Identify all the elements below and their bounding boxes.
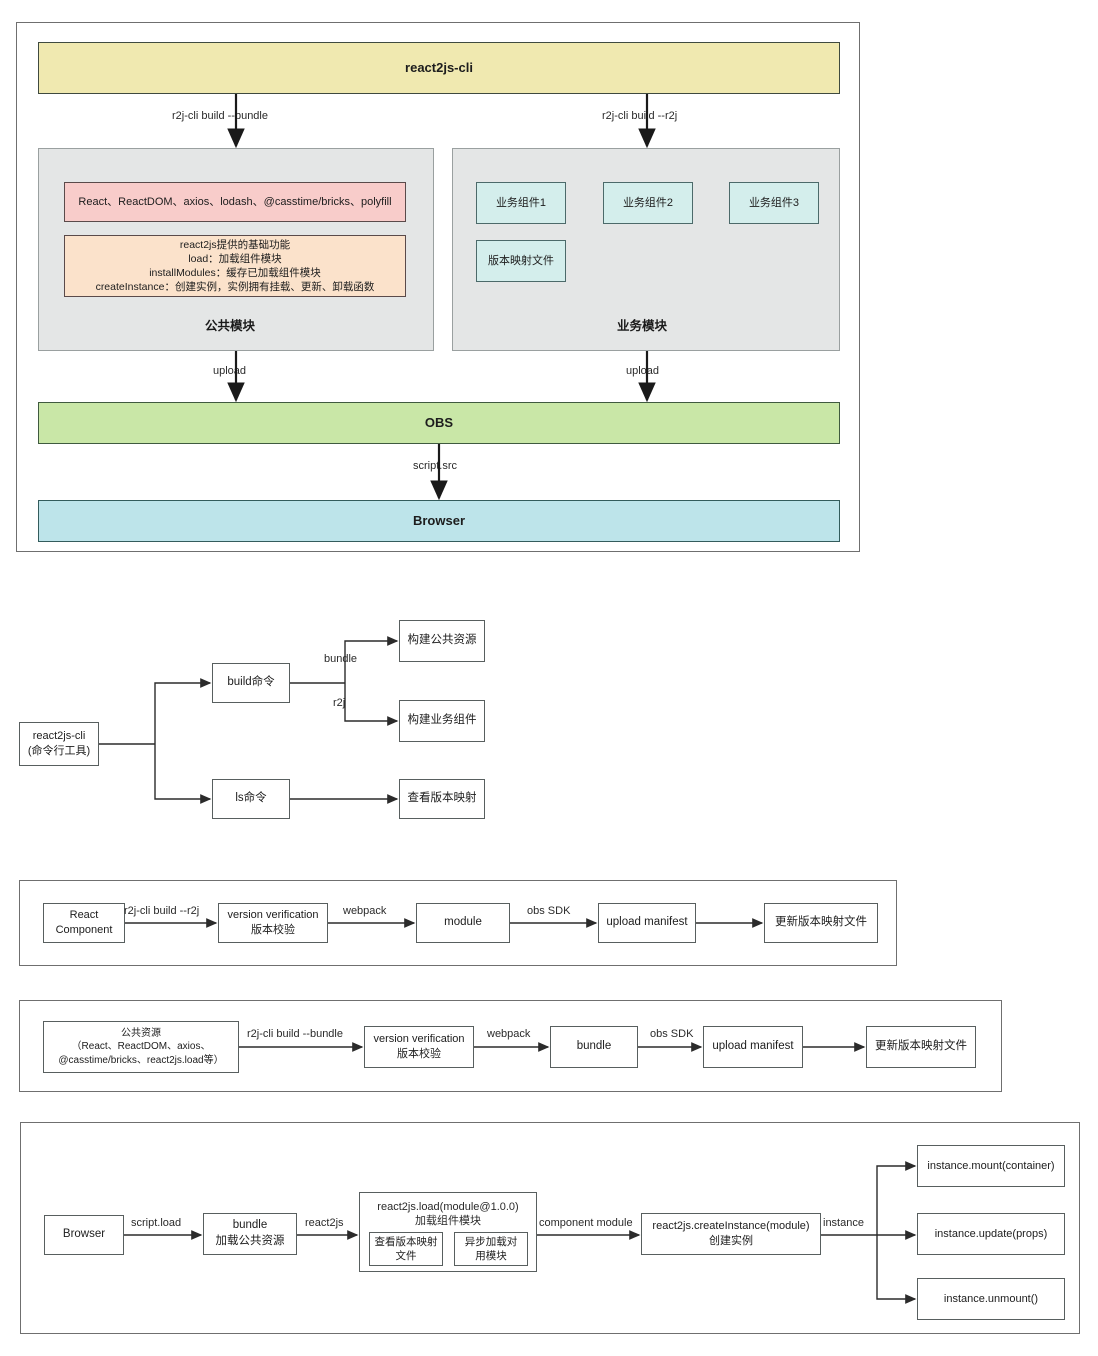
edge-label-obs-to-browser: script.src — [413, 460, 457, 472]
node-business-component-3[interactable]: 业务组件3 — [729, 182, 819, 224]
edge-label-r2j: r2j — [333, 697, 346, 709]
node-instance-unmount[interactable]: instance.unmount() — [917, 1278, 1065, 1320]
node-react-component[interactable]: React Component — [43, 903, 125, 943]
node-react2js-cli[interactable]: react2js-cli — [38, 42, 840, 94]
node-instance-mount[interactable]: instance.mount(container) — [917, 1145, 1065, 1187]
node-runtime-bundle[interactable]: bundle 加载公共资源 — [203, 1213, 297, 1255]
node-upload-manifest-r2j[interactable]: upload manifest — [598, 903, 696, 943]
edge-label-react2js: react2js — [305, 1217, 344, 1229]
edge-label-r2j-cli-build-r2j: r2j-cli build --r2j — [124, 905, 200, 917]
node-business-component-2[interactable]: 业务组件2 — [603, 182, 693, 224]
node-update-version-map-bundle[interactable]: 更新版本映射文件 — [866, 1026, 976, 1068]
edge-label-instance: instance — [823, 1217, 864, 1229]
edge-label-r2j-cli-build-bundle: r2j-cli build --bundle — [247, 1028, 343, 1040]
edge-label-bundle: bundle — [324, 653, 358, 665]
node-create-instance[interactable]: react2js.createInstance(module) 创建实例 — [641, 1213, 821, 1255]
edge-label-webpack-2: webpack — [487, 1028, 531, 1040]
node-common-features[interactable]: react2js提供的基础功能 load：加载组件模块 installModul… — [64, 235, 406, 297]
node-obs[interactable]: OBS — [38, 402, 840, 444]
node-bundle-artifact[interactable]: bundle — [550, 1026, 638, 1068]
node-version-verification-bundle[interactable]: version verification 版本校验 — [364, 1026, 474, 1068]
edge-label-cli-to-business: r2j-cli build --r2j — [602, 110, 678, 122]
node-module[interactable]: module — [416, 903, 510, 943]
node-cli-tool[interactable]: react2js-cli (命令行工具) — [19, 722, 99, 766]
edge-label-script-load: script.load — [131, 1217, 182, 1229]
node-version-map-file[interactable]: 版本映射文件 — [476, 240, 566, 282]
node-build-command[interactable]: build命令 — [212, 663, 290, 703]
node-business-component-1[interactable]: 业务组件1 — [476, 182, 566, 224]
node-upload-manifest-bundle[interactable]: upload manifest — [703, 1026, 803, 1068]
node-common-resources[interactable]: 公共资源 （React、ReactDOM、axios、 @casstime/br… — [43, 1021, 239, 1073]
node-load-sub-version-map[interactable]: 查看版本映射 文件 — [369, 1232, 443, 1266]
edge-label-component-module: component module — [539, 1217, 633, 1229]
label-react2js-load-title: react2js.load(module@1.0.0) 加载组件模块 — [377, 1201, 519, 1228]
node-build-business-components[interactable]: 构建业务组件 — [399, 700, 485, 742]
edge-label-cli-to-common: r2j-cli build --bundle — [172, 110, 268, 122]
edge-label-obs-sdk-1: obs SDK — [527, 905, 571, 917]
edge-label-business-to-obs: upload — [626, 365, 660, 377]
node-version-verification-r2j[interactable]: version verification 版本校验 — [218, 903, 328, 943]
node-ls-command[interactable]: ls命令 — [212, 779, 290, 819]
node-build-common-resources[interactable]: 构建公共资源 — [399, 620, 485, 662]
node-load-sub-async-module[interactable]: 异步加载对 用模块 — [454, 1232, 528, 1266]
edge-label-webpack-1: webpack — [343, 905, 387, 917]
node-runtime-browser[interactable]: Browser — [44, 1215, 124, 1255]
node-view-version-map[interactable]: 查看版本映射 — [399, 779, 485, 819]
node-instance-update[interactable]: instance.update(props) — [917, 1213, 1065, 1255]
label-common-module-title: 公共模块 — [205, 319, 256, 333]
label-business-module-title: 业务模块 — [617, 319, 668, 333]
edge-label-obs-sdk-2: obs SDK — [650, 1028, 694, 1040]
edge-label-common-to-obs: upload — [213, 365, 247, 377]
node-update-version-map-r2j[interactable]: 更新版本映射文件 — [764, 903, 878, 943]
node-browser[interactable]: Browser — [38, 500, 840, 542]
node-common-deps[interactable]: React、ReactDOM、axios、lodash、@casstime/br… — [64, 182, 406, 222]
